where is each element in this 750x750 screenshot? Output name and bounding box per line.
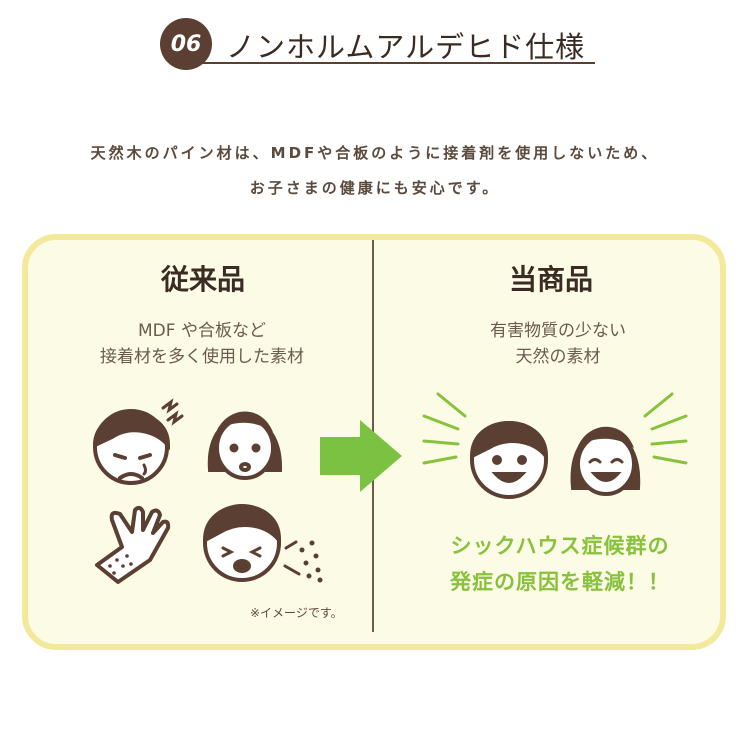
- conventional-desc-line-1: MDF や合板など: [138, 321, 266, 341]
- section-header: 06 ノンホルムアルデヒド仕様: [160, 10, 595, 70]
- conventional-desc-line-2: 接着材を多く使用した素材: [100, 347, 304, 367]
- sick-girl-icon: [207, 411, 283, 480]
- our-product-desc-line-2: 天然の素材: [515, 347, 601, 367]
- crying-boy-icon: [202, 504, 323, 583]
- dust-icon: [299, 540, 323, 583]
- header-underline: [200, 62, 595, 64]
- intro-line-1: 天然木のパイン材は、MDFや合板のように接着剤を使用しないため、: [90, 144, 660, 162]
- intro-line-2: お子さまの健康にも安心です。: [249, 179, 501, 197]
- section-number-badge: 06: [160, 18, 212, 70]
- highlight-line-2: 発症の原因を軽減！！: [450, 570, 670, 594]
- section-title: ノンホルムアルデヒド仕様: [226, 30, 586, 64]
- happy-girl-icon: [570, 426, 641, 496]
- conventional-description: MDF や合板など 接着材を多く使用した素材: [52, 318, 352, 370]
- sparkle-lines-icon: [422, 392, 688, 465]
- sick-boy-icon: [92, 398, 184, 485]
- highlight-line-1: シックハウス症候群の: [450, 534, 670, 558]
- image-note: ※イメージです。: [250, 606, 343, 620]
- our-product-title: 当商品: [508, 263, 593, 296]
- rash-hand-icon: [95, 505, 171, 584]
- our-product-desc-line-1: 有害物質の少ない: [490, 321, 626, 341]
- happy-boy-icon: [469, 421, 549, 499]
- conventional-title: 従来品: [160, 263, 245, 296]
- our-product-description: 有害物質の少ない 天然の素材: [408, 318, 708, 370]
- right-arrow-icon: [320, 420, 402, 492]
